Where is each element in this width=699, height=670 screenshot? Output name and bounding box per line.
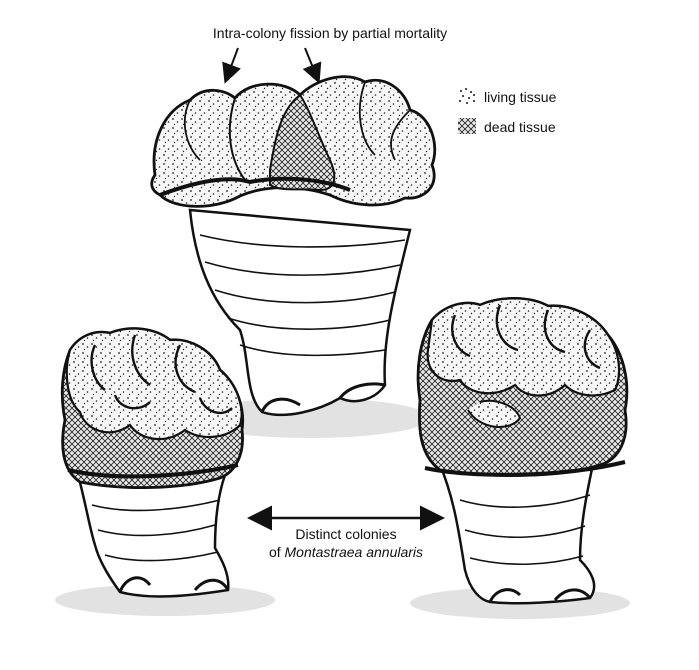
legend-dead-label: dead tissue xyxy=(484,119,556,135)
legend-living-label: living tissue xyxy=(484,89,557,105)
legend-living-swatch xyxy=(459,88,475,104)
right-colony xyxy=(418,298,627,603)
distinct-colonies-label: Distinct colonies xyxy=(295,526,396,542)
fission-arrow-left xyxy=(226,48,238,80)
right-colony-stalk xyxy=(440,455,595,603)
fission-label: Intra-colony fission by partial mortalit… xyxy=(213,25,447,41)
fission-arrow-right xyxy=(305,48,318,80)
species-prefix: of xyxy=(269,544,285,560)
legend: living tissue dead tissue xyxy=(458,88,557,135)
species-line: of Montastraea annularis xyxy=(269,544,423,560)
left-colony xyxy=(62,329,242,597)
legend-dead-swatch xyxy=(458,118,476,134)
species-name: Montastraea annularis xyxy=(285,544,424,560)
left-colony-living-tissue xyxy=(67,329,242,440)
